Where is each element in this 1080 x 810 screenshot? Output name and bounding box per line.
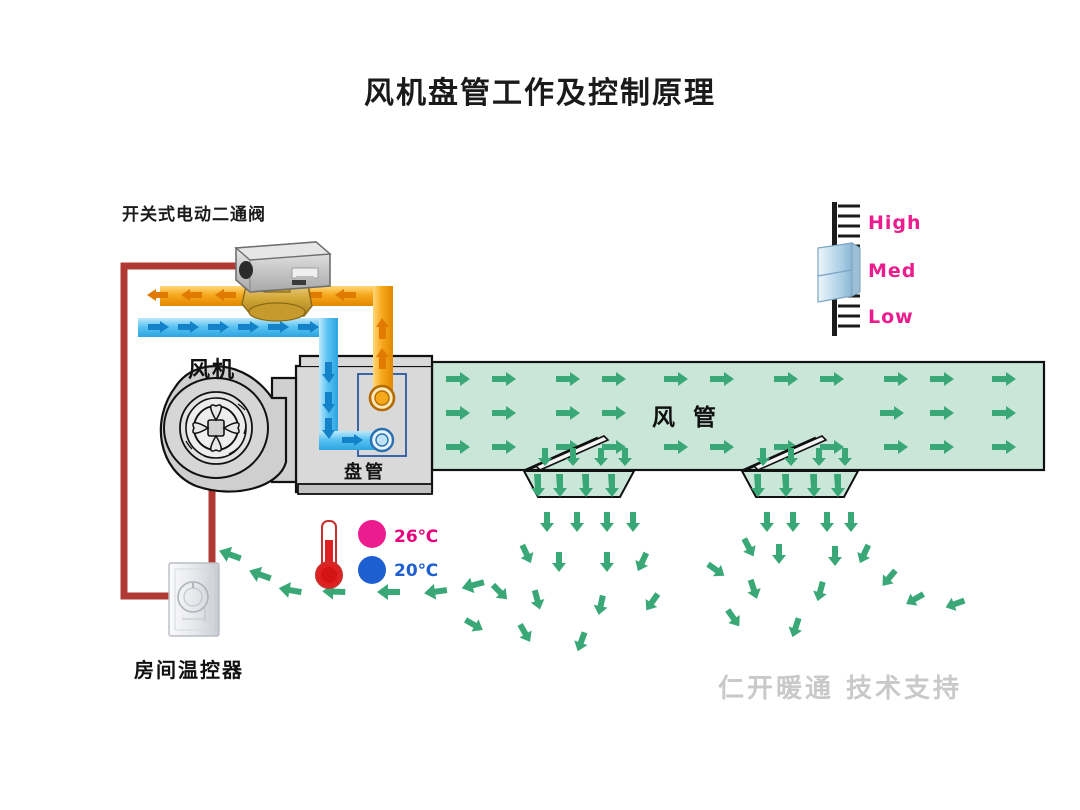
fan-speed-low-label[interactable]: Low [868,306,914,328]
thermometer-icon [315,520,343,589]
two-way-motorized-valve[interactable] [234,241,332,322]
fan-speed-med-label[interactable]: Med [868,260,917,282]
fan-speed-selector[interactable] [817,202,861,336]
fan-speed-high-label[interactable]: High [868,212,922,234]
thermostat-label: 房间温控器 [134,658,244,682]
valve-label: 开关式电动二通阀 [122,205,266,225]
cold-temperature-value: 20℃ [394,561,439,581]
temperature-legend [358,520,386,584]
coil-label: 盘管 [344,462,386,483]
supply-air-plume-right [706,512,966,638]
duct-airflow-arrows [446,372,1016,454]
room-thermostat[interactable] [168,562,220,637]
duct-label: 风 管 [652,405,722,431]
fan-speed-slider-knob[interactable] [817,242,861,303]
chilled-water-supply-pipe [138,318,395,453]
hot-temp-swatch [358,520,386,548]
control-wiring [120,262,243,600]
hot-temperature-value: 26℃ [394,527,439,547]
page-title: 风机盘管工作及控制原理 [364,76,716,111]
supply-air-plume-left [464,512,661,652]
air-duct [430,360,1046,472]
return-air-arrows [219,546,485,600]
watermark-text: 仁开暖通 技术支持 [718,674,963,704]
cold-flow-arrows [148,321,363,446]
diffuser-right [740,435,860,498]
diffuser-left [522,435,636,498]
centrifugal-fan [159,365,288,493]
fan-label: 风机 [188,358,237,383]
cold-temp-swatch [358,556,386,584]
